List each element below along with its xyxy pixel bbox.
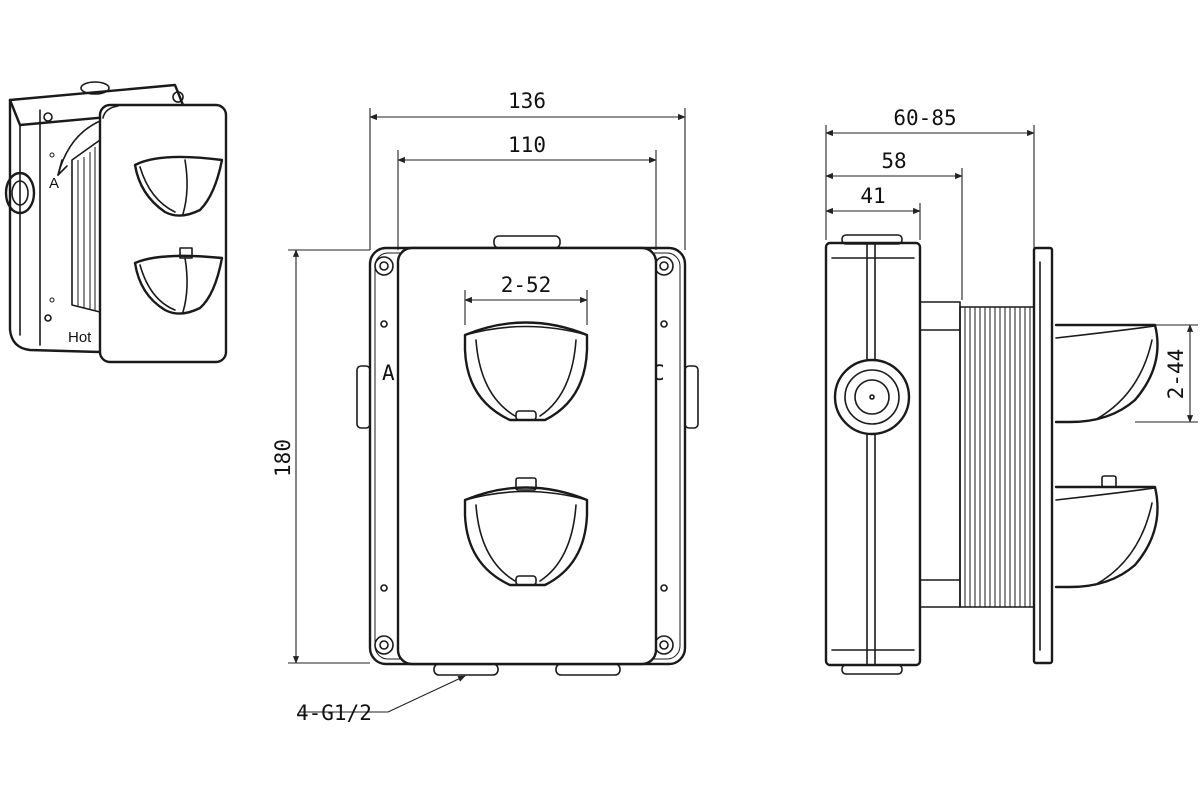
front-bottom-outlet-right — [555, 663, 621, 676]
perspective-label-hot: Hot — [68, 329, 92, 346]
top-outlet-icon — [80, 81, 110, 95]
side-view: 60-85 58 41 — [824, 106, 1198, 675]
dim-depth-body: 41 — [825, 184, 921, 240]
connection-leader: 4-G1/2 — [296, 675, 466, 725]
dim-handle-width: 2-52 — [464, 273, 588, 325]
side-coupling — [919, 301, 961, 608]
dim-depth-range-label: 60-85 — [893, 106, 956, 130]
front-view: 136 110 180 — [271, 89, 699, 725]
dim-overall-width-label: 136 — [508, 89, 546, 113]
front-handle-top — [463, 321, 589, 422]
front-side-outlet-left — [356, 365, 371, 429]
dim-depth-mid-label: 58 — [881, 149, 906, 173]
perspective-front-plate — [98, 103, 228, 364]
perspective-handle-top — [133, 155, 224, 217]
front-side-outlet-right — [684, 365, 699, 429]
perspective-label-a: A — [49, 175, 59, 192]
side-handle-top — [1054, 323, 1159, 424]
dim-depth-range: 60-85 — [825, 106, 1035, 250]
side-handle-bottom — [1054, 475, 1159, 589]
perspective-view: A Hot — [4, 81, 228, 364]
side-outlet-icon — [4, 171, 36, 215]
dim-height: 180 — [271, 249, 370, 664]
perspective-handle-bottom — [133, 247, 224, 315]
side-cover-plate — [1032, 246, 1054, 665]
dim-plate-width-label: 110 — [508, 133, 546, 157]
dim-handle-width-label: 2-52 — [501, 273, 552, 297]
front-label-a: A — [382, 361, 395, 385]
side-threaded-sleeve — [959, 306, 1036, 608]
dim-handle-depth-label: 2-44 — [1164, 349, 1188, 400]
dim-depth-mid: 58 — [825, 149, 963, 300]
side-body — [824, 241, 922, 667]
side-outlet-fitting — [833, 358, 911, 436]
dim-height-label: 180 — [271, 439, 295, 477]
connection-label: 4-G1/2 — [296, 701, 372, 725]
dim-overall-width: 136 — [369, 89, 686, 250]
dim-handle-depth: 2-44 — [1135, 324, 1198, 423]
dim-depth-body-label: 41 — [860, 184, 885, 208]
front-top-outlet — [493, 235, 561, 249]
front-cover-plate — [396, 246, 658, 666]
front-handle-bottom — [463, 477, 589, 587]
dim-plate-width: 110 — [397, 133, 657, 250]
front-bottom-outlet-left — [433, 663, 499, 676]
